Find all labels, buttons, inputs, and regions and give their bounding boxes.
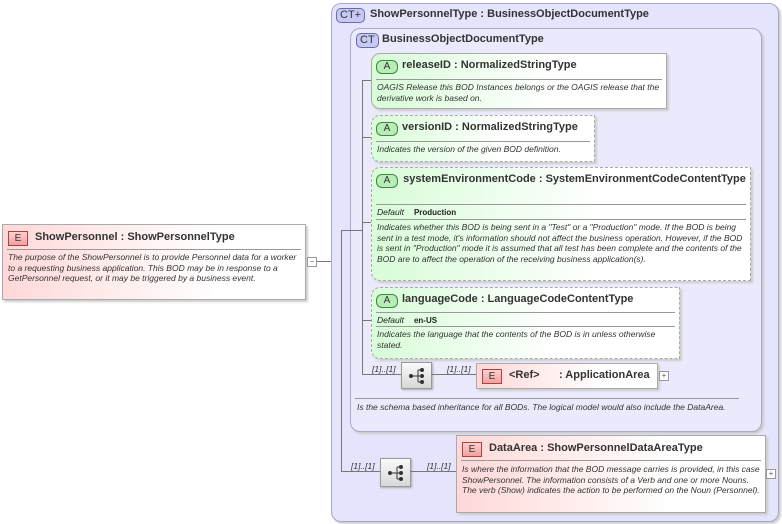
divider	[376, 141, 590, 142]
default-label: Default	[377, 315, 404, 325]
element-title: : ApplicationArea	[559, 369, 650, 381]
attribute-doc: Indicates whether this BOD is being sent…	[377, 222, 743, 264]
element-name: ShowPersonnel	[35, 231, 118, 243]
attribute-doc: OAGIS Release this BOD Instances belongs…	[377, 82, 660, 103]
attribute-title: languageCode : LanguageCodeContentType	[402, 293, 634, 305]
connector	[317, 261, 341, 262]
attribute-icon: A	[376, 122, 398, 136]
attribute-title: versionID : NormalizedStringType	[402, 121, 578, 133]
cardinality: [1]..[1]	[372, 364, 396, 374]
attribute-languagecode[interactable]: A languageCode : LanguageCodeContentType…	[371, 287, 680, 359]
cardinality: [1]..[1]	[351, 461, 375, 471]
element-type: ShowPersonnelType	[127, 231, 235, 243]
root-element-showpersonnel[interactable]: E ShowPersonnel : ShowPersonnelType The …	[2, 224, 306, 300]
divider	[376, 326, 675, 327]
divider	[376, 312, 675, 313]
connector	[362, 80, 363, 374]
divider	[376, 204, 746, 205]
connector	[431, 374, 476, 375]
divider	[7, 249, 301, 250]
sequence-icon[interactable]	[401, 362, 432, 389]
cardinality: [1]..[1]	[427, 461, 451, 471]
default-text: Production	[413, 208, 457, 217]
complex-type-icon: CT	[356, 33, 379, 48]
element-applicationarea[interactable]: E <Ref> : ApplicationArea	[476, 363, 658, 389]
base-type-title: BusinessObjectDocumentType	[382, 33, 544, 45]
attribute-releaseid[interactable]: A releaseID : NormalizedStringType OAGIS…	[371, 53, 667, 109]
expand-toggle[interactable]: +	[766, 469, 776, 479]
attribute-systemenvironmentcode[interactable]: A systemEnvironmentCode : SystemEnvironm…	[371, 167, 751, 281]
connector	[341, 230, 363, 231]
cardinality: [1]..[1]	[447, 364, 471, 374]
element-title: ShowPersonnel : ShowPersonnelType	[35, 231, 235, 243]
collapse-toggle[interactable]: −	[307, 257, 317, 267]
attribute-icon: A	[376, 174, 398, 188]
connector	[362, 222, 372, 223]
ref-label: <Ref>	[509, 369, 540, 381]
attribute-icon: A	[376, 294, 398, 308]
element-icon: E	[482, 369, 502, 384]
connector	[362, 374, 401, 375]
connector	[362, 320, 372, 321]
element-title: DataArea : ShowPersonnelDataAreaType	[489, 442, 703, 454]
connector	[362, 80, 372, 81]
divider	[376, 79, 662, 80]
attribute-title: releaseID : NormalizedStringType	[402, 59, 577, 71]
complex-type-icon: CT+	[336, 8, 366, 23]
connector	[341, 230, 342, 472]
connector	[362, 137, 372, 138]
connector	[341, 471, 380, 472]
attribute-title: systemEnvironmentCode : SystemEnvironmen…	[403, 173, 746, 185]
expand-toggle[interactable]: +	[659, 371, 669, 381]
attribute-doc: Indicates the language that the contents…	[377, 329, 656, 350]
element-doc: The purpose of the ShowPersonnel is to p…	[8, 252, 297, 283]
connector	[410, 471, 456, 472]
default-text: en-US	[413, 316, 438, 325]
divider	[376, 219, 746, 220]
base-type-doc: Is the schema based inheritance for all …	[357, 402, 726, 412]
element-doc: Is where the information that the BOD me…	[462, 464, 760, 495]
attribute-icon: A	[376, 60, 398, 74]
default-value: Default Production	[377, 207, 456, 217]
default-value: Default en-US	[377, 315, 437, 325]
default-label: Default	[377, 207, 404, 217]
element-dataarea[interactable]: E DataArea : ShowPersonnelDataAreaType I…	[456, 435, 766, 513]
element-icon: E	[8, 231, 28, 246]
sequence-icon[interactable]	[380, 458, 411, 487]
divider	[461, 460, 761, 461]
attribute-doc: Indicates the version of the given BOD d…	[377, 144, 561, 154]
complex-type-title: ShowPersonnelType : BusinessObjectDocume…	[370, 8, 649, 20]
divider	[355, 398, 739, 399]
attribute-versionid[interactable]: A versionID : NormalizedStringType Indic…	[371, 115, 595, 162]
element-icon: E	[462, 442, 482, 457]
